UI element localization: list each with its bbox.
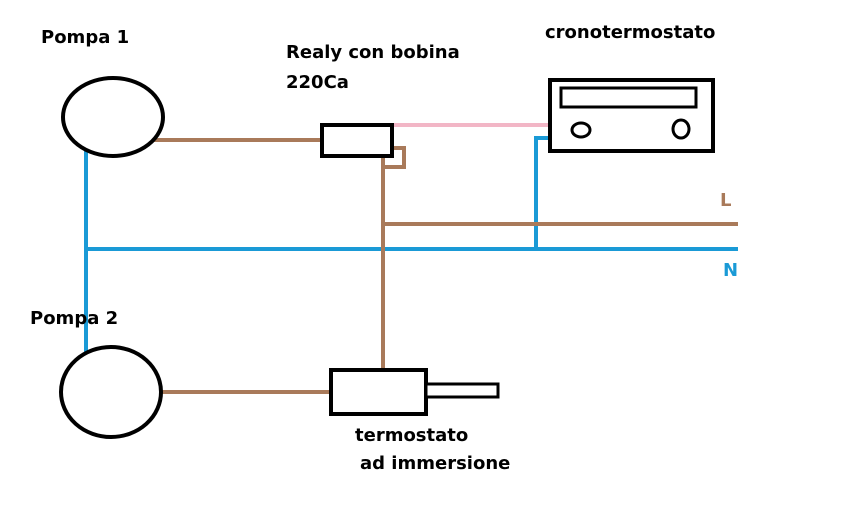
- chrono-thermostat-display: [559, 86, 698, 109]
- immersion-thermostat-label-line2: ad immersione: [360, 453, 511, 474]
- chrono-thermostat-symbol: [548, 78, 715, 153]
- pump2-symbol: [59, 345, 163, 439]
- immersion-thermostat-label-line1: termostato: [355, 425, 469, 446]
- chrono-thermostat-knob-right: [671, 118, 691, 140]
- pump1-label: Pompa 1: [41, 27, 130, 48]
- chrono-thermostat-knob-left: [570, 121, 592, 139]
- neutral-label: N: [723, 260, 739, 281]
- relay-symbol: [320, 123, 394, 158]
- relay-label-line1: Realy con bobina: [286, 42, 460, 63]
- neutral-wire-chrono: [534, 136, 552, 249]
- relay-label-line2: 220Ca: [286, 72, 349, 93]
- wire-relay-coil-loop: [383, 146, 406, 169]
- immersion-thermostat-probe: [424, 382, 500, 399]
- pump1-symbol: [61, 76, 165, 158]
- immersion-thermostat-symbol: [329, 368, 500, 416]
- pump2-label: Pompa 2: [30, 308, 119, 329]
- line-label: L: [720, 190, 732, 211]
- chrono-thermostat-label: cronotermostato: [545, 22, 716, 43]
- immersion-thermostat-body: [329, 368, 428, 416]
